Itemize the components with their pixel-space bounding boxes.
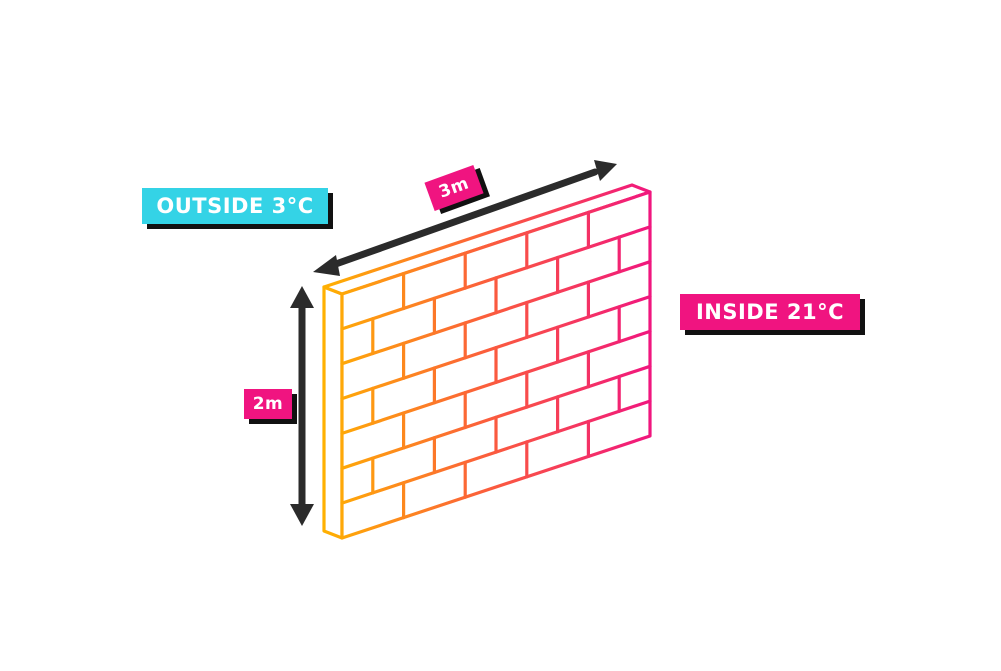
inside-temperature-label: INSIDE 21°C bbox=[680, 294, 860, 330]
outside-temperature-label: OUTSIDE 3°C bbox=[142, 188, 328, 224]
height-arrow bbox=[290, 286, 314, 526]
width-arrow bbox=[313, 160, 617, 276]
brick-wall-icon bbox=[322, 183, 652, 540]
height-dimension-label: 2m bbox=[244, 389, 292, 419]
